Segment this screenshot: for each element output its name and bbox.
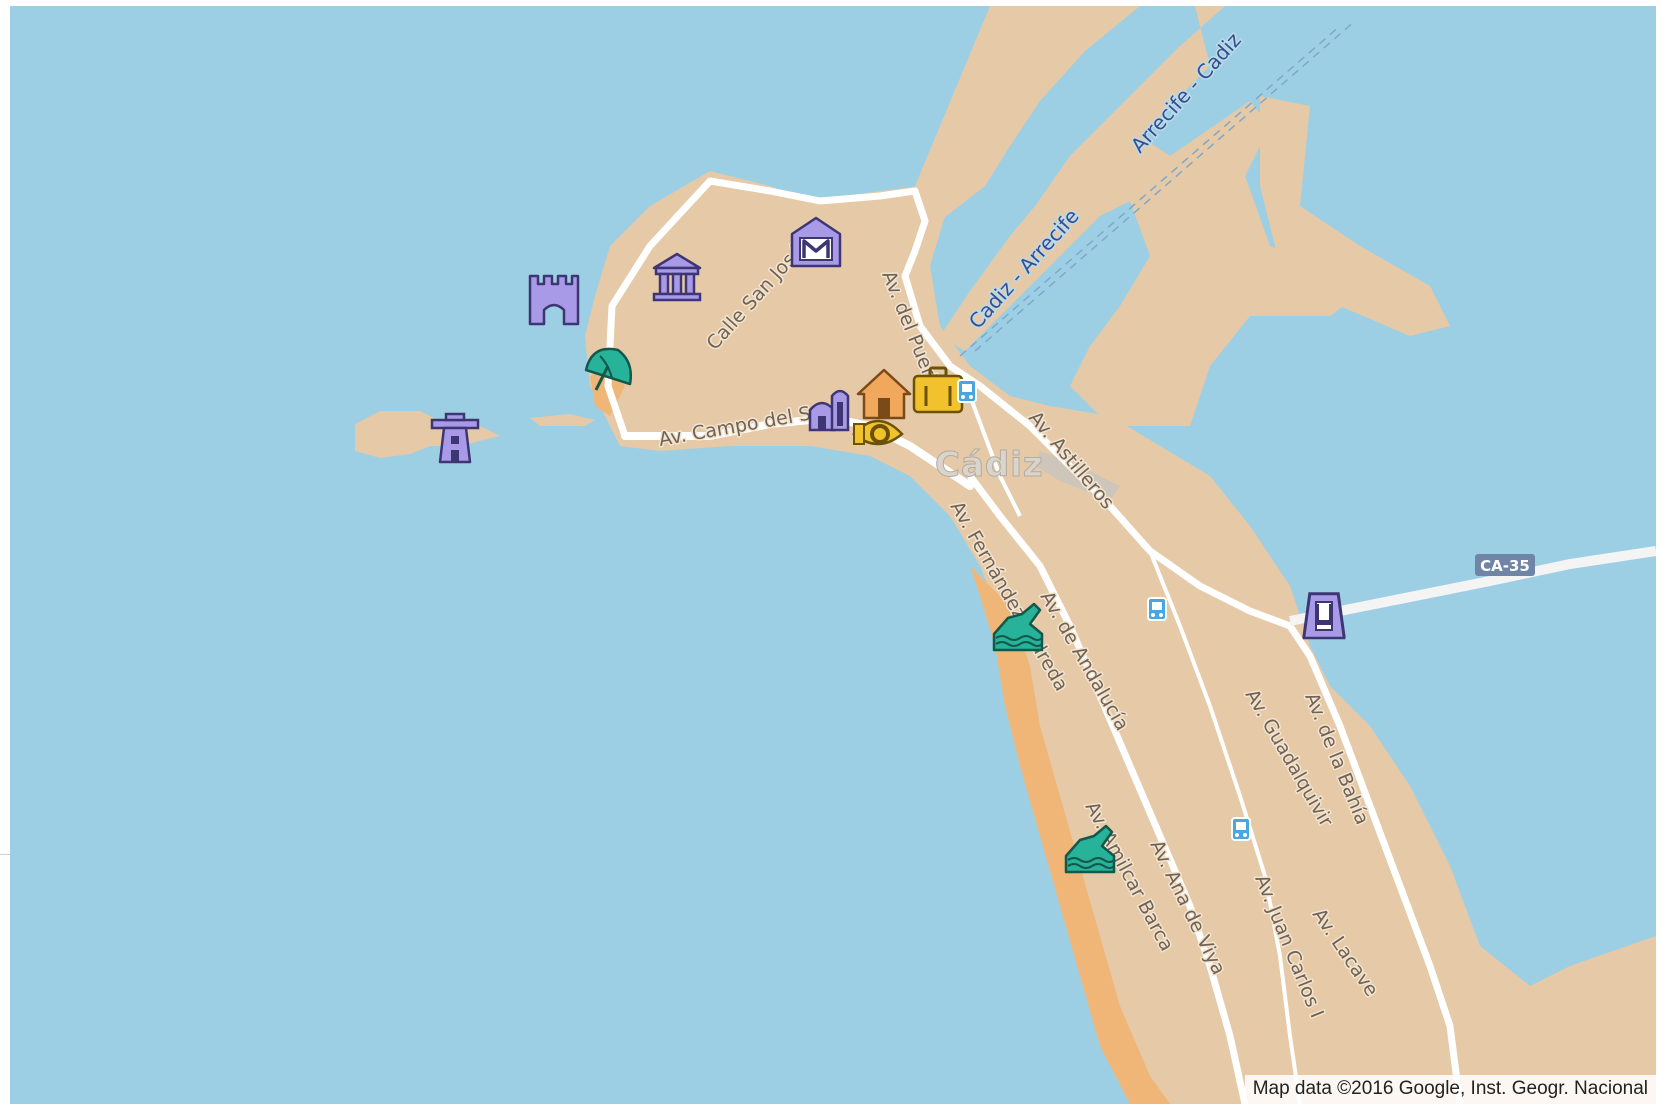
monument-icon[interactable] <box>652 252 702 302</box>
house-icon[interactable] <box>856 368 912 420</box>
castle-icon[interactable] <box>528 274 580 326</box>
svg-text:CA-35: CA-35 <box>1480 557 1530 575</box>
castle-island <box>355 411 500 458</box>
swimming-icon[interactable] <box>992 602 1044 652</box>
road-juan-carlos <box>1148 550 1302 1104</box>
bus-stop-icon[interactable] <box>1147 597 1167 621</box>
beach <box>970 566 1170 1104</box>
road-perimeter <box>604 177 982 438</box>
city-label: Cádiz <box>935 445 1044 485</box>
church-icon[interactable] <box>808 389 850 432</box>
bus-stop-icon[interactable] <box>1231 817 1251 841</box>
suitcase-icon[interactable] <box>912 366 964 414</box>
eye-icon[interactable] <box>852 419 904 446</box>
museum-icon[interactable] <box>790 216 842 268</box>
road-inner <box>968 395 1022 517</box>
map-view[interactable]: Calle San José Av. del Puerto Av. Campo … <box>10 6 1656 1104</box>
cadiz-land <box>585 171 1656 1104</box>
road-campo-del-sur <box>621 414 974 490</box>
port-pier <box>940 6 1370 426</box>
road-andalucia <box>967 473 1249 1104</box>
map-canvas[interactable]: Calle San José Av. del Puerto Av. Campo … <box>10 6 1656 1104</box>
page-edge-mark <box>0 854 10 855</box>
road-astilleros <box>977 383 1464 1104</box>
road-shield: CA-35 <box>1475 554 1535 576</box>
map-attribution[interactable]: Map data ©2016 Google, Inst. Geogr. Naci… <box>1244 1075 1656 1104</box>
road-ca35 <box>1289 546 1656 626</box>
port-pier-east <box>1260 96 1450 336</box>
beach-umbrella-icon[interactable] <box>584 347 632 391</box>
bus-stop-icon[interactable] <box>957 379 977 403</box>
lighthouse-icon[interactable] <box>430 412 480 464</box>
causeway-strip <box>530 414 595 426</box>
swimming-icon[interactable] <box>1064 824 1116 874</box>
playground-swing-icon[interactable] <box>1302 592 1346 640</box>
